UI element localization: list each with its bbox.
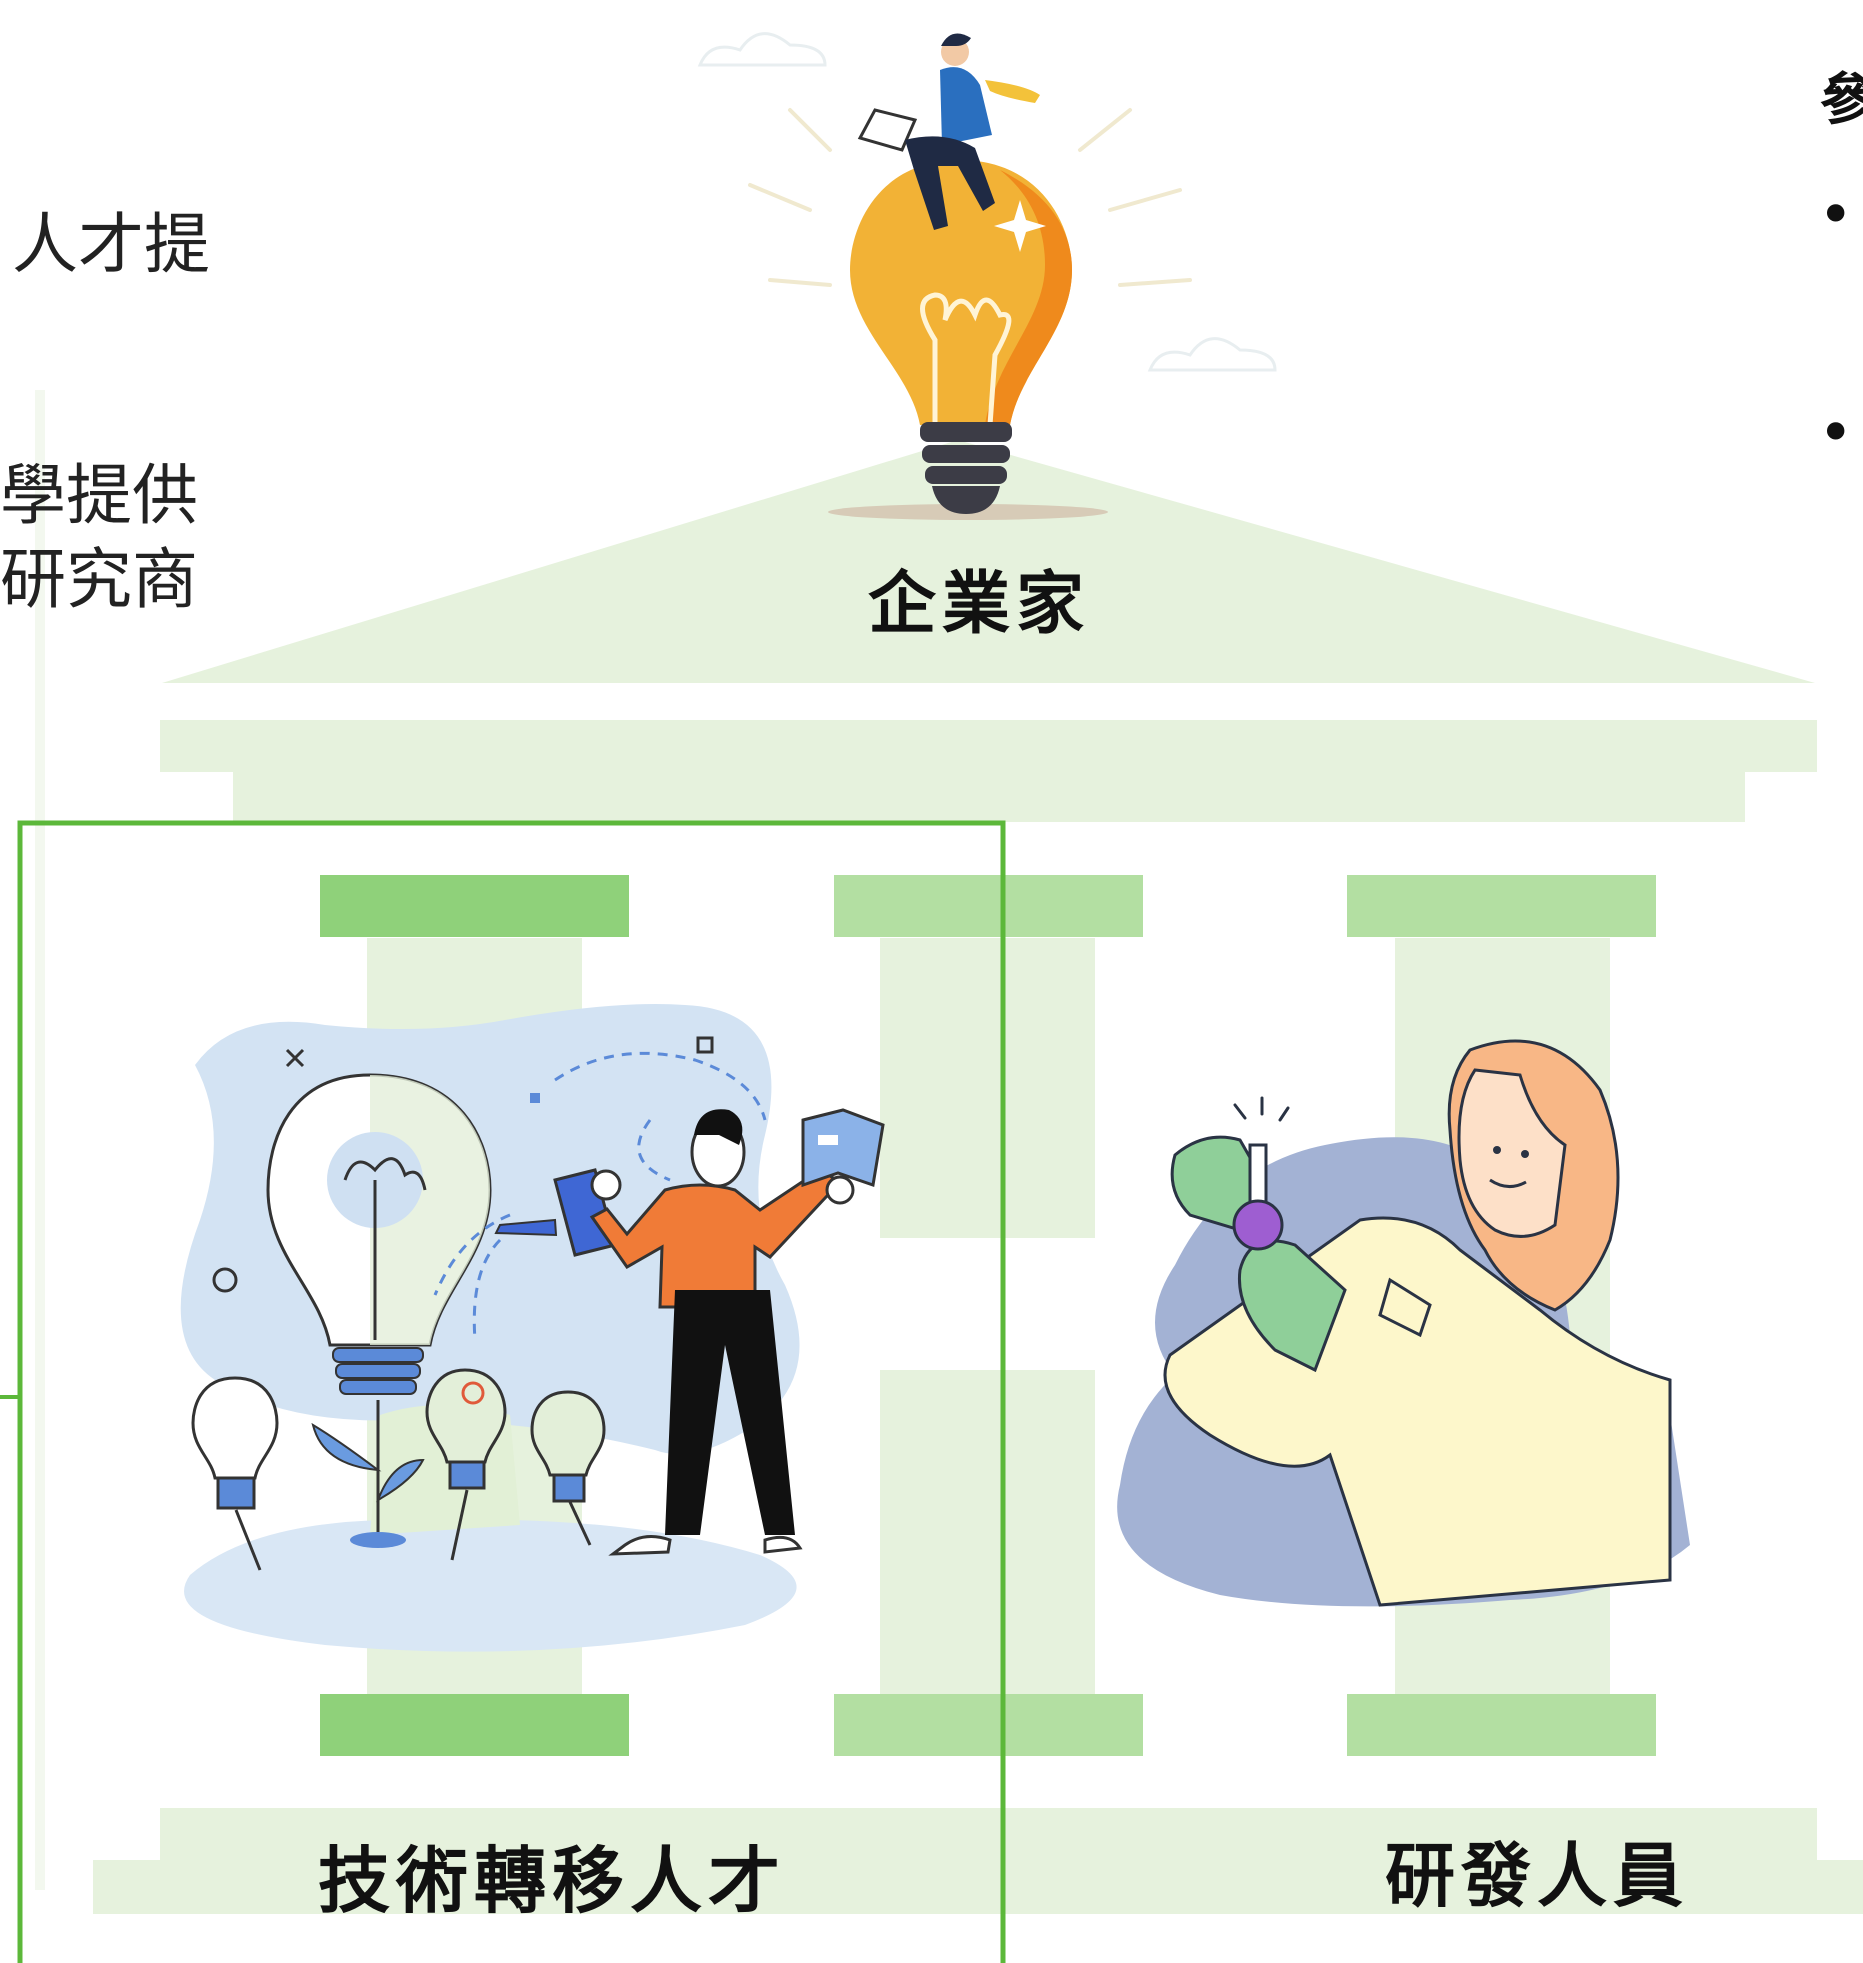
column-base-3 (1347, 1694, 1656, 1756)
flask-icon (1232, 1143, 1284, 1251)
column-capital-3 (1347, 875, 1656, 937)
column-base-1 (320, 1694, 629, 1756)
column-capital-1 (320, 875, 629, 937)
left-text-fragment-3: 研究商 (0, 541, 198, 618)
right-heading-fragment: 參 (1820, 68, 1863, 133)
book-icon (801, 1108, 885, 1188)
temple-roof (162, 440, 1815, 683)
column-shaft-2b (880, 1370, 1095, 1694)
left-text-fragment-1: 人才提 (12, 206, 210, 283)
temple-beam-lower (233, 772, 1745, 822)
businessman-icon (857, 33, 1040, 230)
roof-label: 企業家 (868, 565, 1091, 644)
right-bullet-1: • (1818, 180, 1854, 250)
temple-beam (160, 720, 1817, 772)
column-capital-2 (834, 875, 1143, 937)
left-pillar-label: 技術轉移人才 (318, 1839, 787, 1923)
column-shaft-2 (880, 938, 1095, 1238)
big-lightbulb-icon (266, 1073, 492, 1548)
highlight-frame (17, 820, 1006, 1963)
right-pillar-label: 研發人員 (1385, 1835, 1689, 1917)
column-base-2 (834, 1694, 1143, 1756)
right-bullet-2: • (1818, 398, 1854, 468)
temple-step-lower (93, 1860, 1863, 1914)
gardener-person-icon (494, 1108, 885, 1556)
left-text-fragment-2: 學提供 (0, 457, 198, 534)
temple-step-upper (160, 1808, 1817, 1860)
